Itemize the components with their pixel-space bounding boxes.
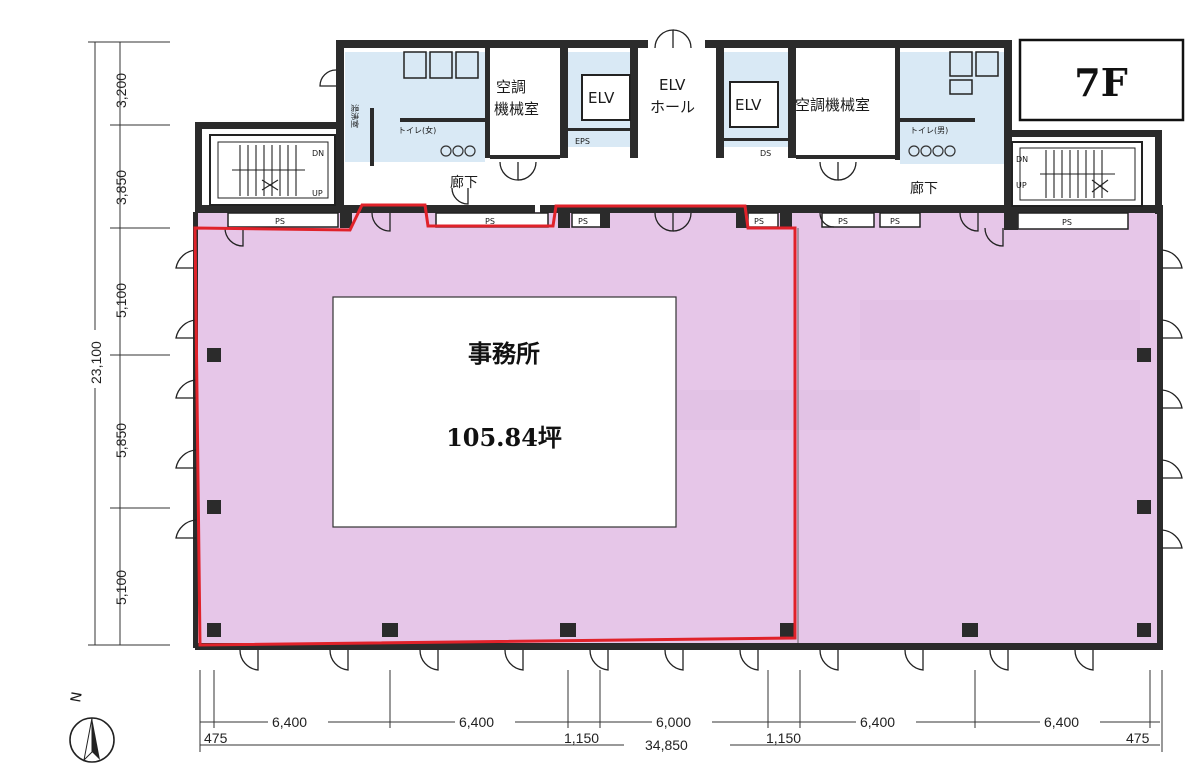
floor-label-box bbox=[1018, 38, 1185, 122]
toilet-male-label: トイレ(男) bbox=[910, 126, 948, 135]
toilet-fixtures bbox=[403, 51, 999, 157]
stairs-dn-label: DN bbox=[1016, 155, 1028, 164]
office-area: 105.84坪 bbox=[446, 423, 562, 452]
north-arrow-icon bbox=[69, 717, 115, 763]
ac-room-right-label: 空調機械室 bbox=[795, 96, 870, 114]
ac-room-left-label: 空調 bbox=[496, 78, 526, 96]
floor-texture bbox=[860, 300, 1140, 360]
elv-hall-label: ホール bbox=[650, 98, 695, 116]
elv-left-label: ELV bbox=[588, 89, 615, 107]
dim-vertical: 3,200 bbox=[113, 73, 129, 108]
office-name: 事務所 bbox=[468, 339, 540, 368]
elv-right-label: ELV bbox=[735, 96, 762, 114]
north-label: N bbox=[68, 691, 86, 704]
dim-horizontal: 1,150 bbox=[766, 730, 801, 746]
stairs-up-label: UP bbox=[1016, 181, 1027, 190]
corridor-left-label: 廊下 bbox=[450, 174, 478, 191]
leased-area-outline bbox=[193, 203, 797, 647]
toilet-female-area bbox=[345, 52, 485, 162]
ps-label: PS bbox=[485, 217, 495, 226]
toilet-male-area bbox=[900, 52, 1004, 164]
toilet-female-label: トイレ(女) bbox=[398, 125, 436, 135]
dim-horizontal: 6,400 bbox=[860, 714, 895, 730]
dim-vertical-total: 23,100 bbox=[88, 341, 104, 384]
dim-horizontal-total: 34,850 bbox=[645, 737, 688, 753]
dim-horizontal: 475 bbox=[204, 730, 228, 746]
outer-walls bbox=[193, 205, 1163, 650]
ds-label: DS bbox=[760, 149, 771, 158]
dim-horizontal: 6,000 bbox=[656, 714, 691, 730]
stairs-up-label: UP bbox=[312, 189, 323, 198]
elv-hall-label: ELV bbox=[659, 76, 686, 94]
dim-vertical: 3,850 bbox=[113, 170, 129, 205]
ps-label: PS bbox=[1062, 218, 1072, 227]
ps-label: PS bbox=[890, 217, 900, 226]
elv-left-car bbox=[581, 74, 631, 121]
dim-vertical: 5,850 bbox=[113, 423, 129, 458]
doors bbox=[175, 29, 1183, 671]
dim-horizontal: 6,400 bbox=[459, 714, 494, 730]
dim-vertical: 5,100 bbox=[113, 570, 129, 605]
ac-room-left-label: 機械室 bbox=[494, 100, 539, 118]
core-walls bbox=[195, 40, 1162, 214]
stairs-right bbox=[1011, 141, 1143, 207]
elv-right-car bbox=[729, 81, 779, 128]
ps-label: PS bbox=[754, 217, 764, 226]
dim-horizontal: 6,400 bbox=[272, 714, 307, 730]
stairs-left bbox=[209, 134, 336, 206]
office-label-box bbox=[332, 296, 677, 528]
ps-label: PS bbox=[275, 217, 285, 226]
dim-vertical: 5,100 bbox=[113, 283, 129, 318]
ps-boxes bbox=[227, 212, 1129, 230]
dim-horizontal: 1,150 bbox=[564, 730, 599, 746]
dim-horizontal: 475 bbox=[1126, 730, 1150, 746]
storage-label: 湯沸室 bbox=[350, 104, 360, 128]
ps-label: PS bbox=[838, 217, 848, 226]
corridor-right-label: 廊下 bbox=[910, 180, 938, 197]
dim-horizontal: 6,400 bbox=[1044, 714, 1079, 730]
stairs-dn-label: DN bbox=[312, 149, 324, 158]
eps-label: EPS bbox=[575, 137, 590, 146]
ps-label: PS bbox=[578, 217, 588, 226]
floor-label: 7F bbox=[1074, 60, 1127, 105]
